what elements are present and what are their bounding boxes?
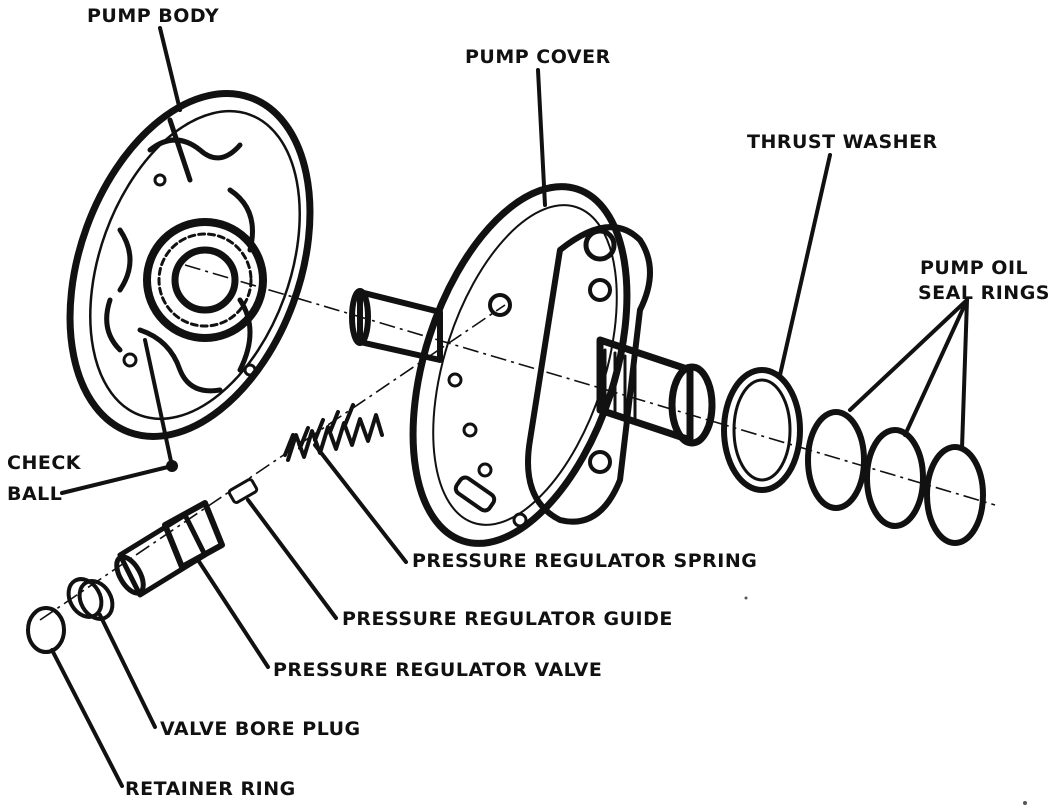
leader-seal-ring-2: [903, 298, 969, 437]
label-valve-bore-plug: VALVE BORE PLUG: [160, 718, 361, 740]
label-check: CHECK: [7, 452, 81, 474]
leader-check-ball-body: [143, 338, 174, 468]
leader-pump-cover: [536, 68, 547, 207]
retainer-ring-part: [26, 606, 66, 654]
leader-pump-body: [158, 26, 182, 112]
leader-seal-ring-3: [960, 298, 969, 450]
pressure-regulator-guide-part: [227, 478, 259, 504]
leader-check-ball: [60, 464, 174, 495]
leader-thrust-washer: [778, 153, 832, 377]
label-pressure-regulator-valve: PRESSURE REGULATOR VALVE: [273, 659, 603, 681]
label-pressure-regulator-spring: PRESSURE REGULATOR SPRING: [412, 550, 758, 572]
label-thrust-washer: THRUST WASHER: [747, 131, 938, 153]
leader-spring: [313, 443, 408, 564]
leader-valve: [196, 558, 270, 669]
label-ball: BALL: [7, 483, 63, 505]
leader-guide: [246, 498, 338, 620]
centerline-main: [184, 264, 996, 506]
thrust-washer-part: [721, 367, 803, 493]
label-pump-cover: PUMP COVER: [465, 46, 611, 68]
pump-cover-part: [349, 183, 716, 547]
leader-seal-ring-1: [848, 298, 969, 412]
label-pump-oil: PUMP OIL: [920, 257, 1029, 279]
seal-rings-part: [805, 409, 986, 546]
leader-retainer: [50, 648, 124, 788]
pressure-regulator-spring-part: [283, 403, 384, 462]
label-pump-body: PUMP BODY: [87, 5, 220, 27]
valve-bore-plug-part: [66, 577, 115, 621]
label-pressure-regulator-guide: PRESSURE REGULATOR GUIDE: [342, 608, 673, 630]
pump-body-part: [66, 90, 314, 440]
label-retainer-ring: RETAINER RING: [125, 778, 296, 800]
leader-bore-plug: [98, 613, 157, 729]
pressure-regulator-valve-part: [114, 500, 225, 598]
label-seal-rings: SEAL RINGS: [918, 282, 1050, 304]
